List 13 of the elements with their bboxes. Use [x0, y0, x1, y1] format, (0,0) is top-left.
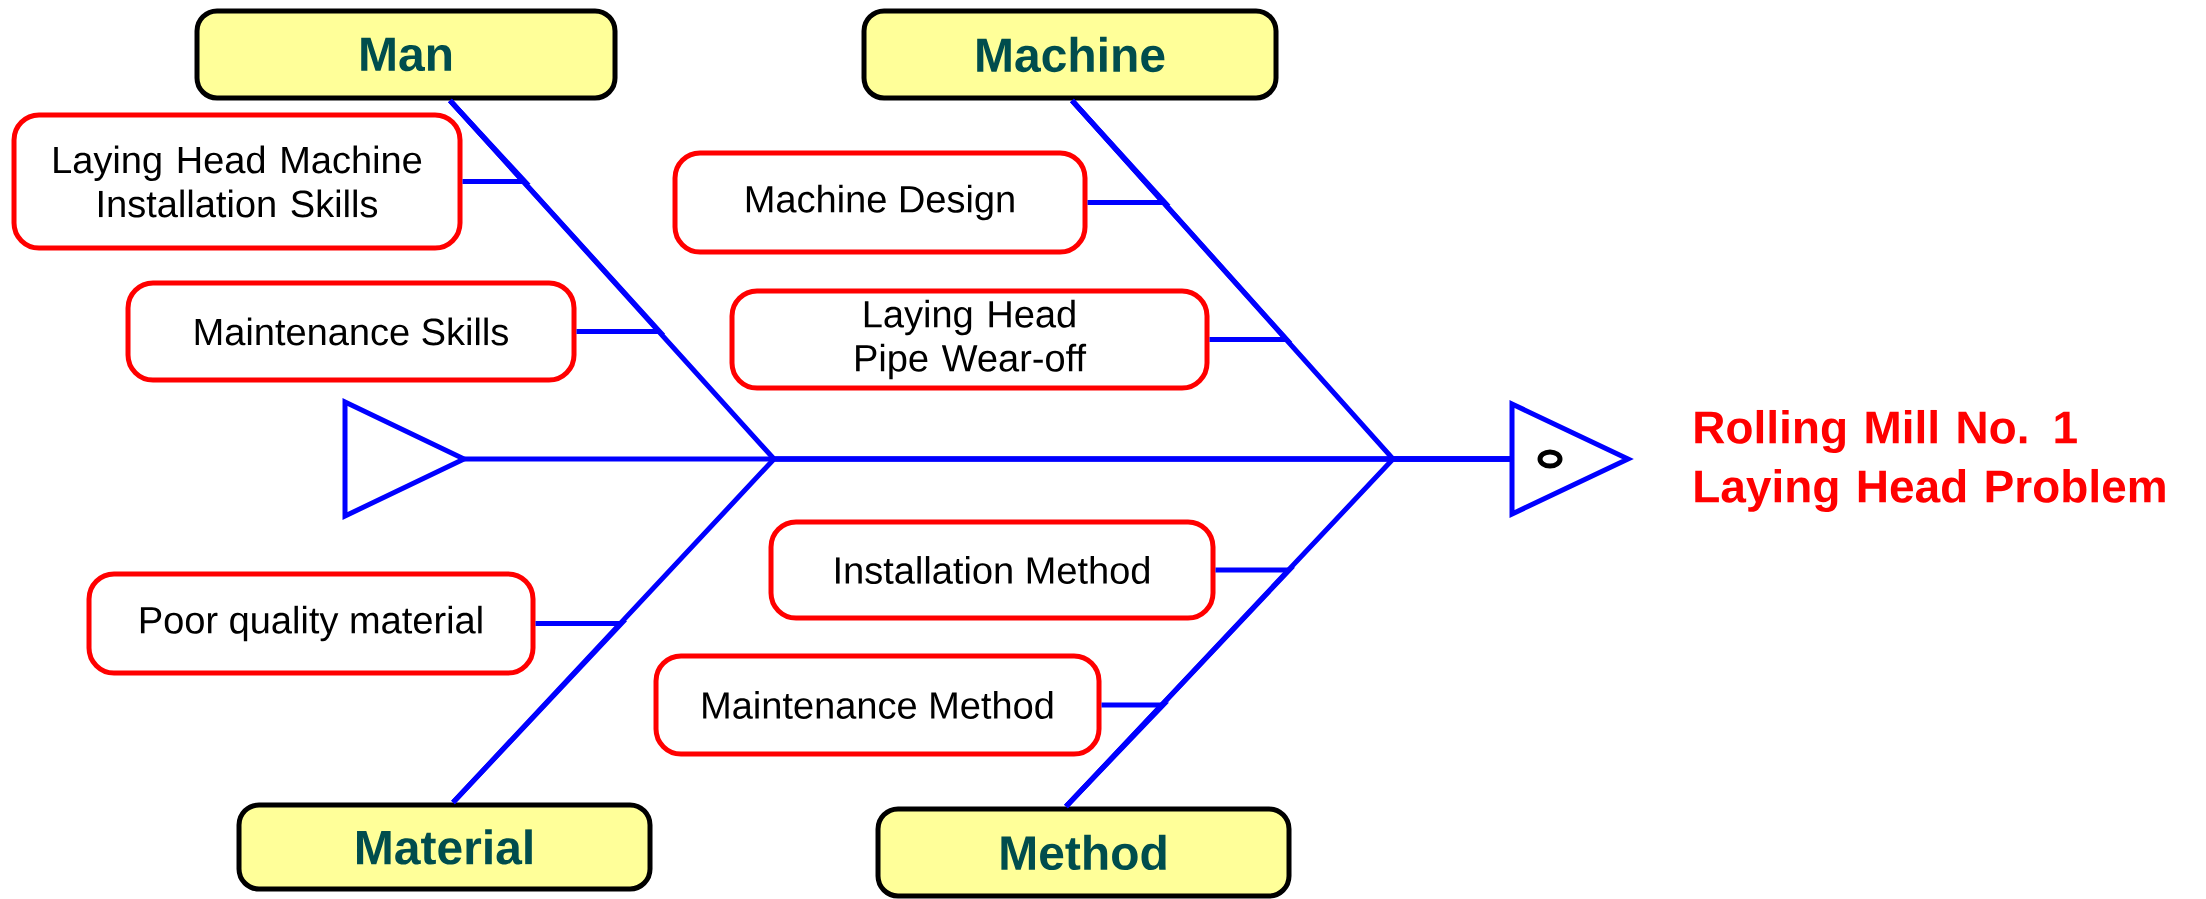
category-box: Material [236, 802, 653, 892]
category-box: Man [194, 8, 618, 101]
problem-label: Rolling Mill No. 1 Laying Head Problem [1695, 409, 2165, 513]
cause-box: Laying Head Pipe Wear-off [729, 288, 1210, 391]
cause-box: Machine Design [672, 150, 1088, 255]
cause-box: Maintenance Skills [125, 280, 577, 383]
cause-box: Poor quality material [86, 571, 536, 676]
cause-box: Installation Method [768, 519, 1216, 621]
cause-box: Laying Head Machine Installation Skills [11, 112, 463, 251]
category-box: Machine [861, 8, 1279, 101]
cause-box: Maintenance Method [653, 653, 1102, 757]
spine-line [464, 456, 1512, 462]
category-box: Method [875, 806, 1292, 899]
